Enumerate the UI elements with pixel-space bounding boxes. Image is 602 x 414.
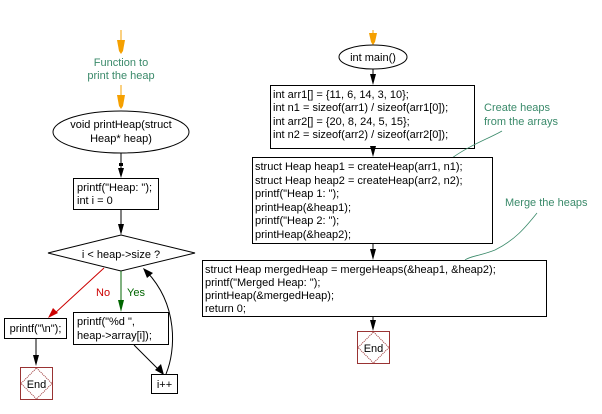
arrays-line2: int n1 = sizeof(arr1) / sizeof(arr1[0]); bbox=[273, 102, 448, 114]
note-create-heaps-line2: from the arrays bbox=[484, 116, 558, 128]
print-heap-start-node: void printHeap(struct Heap* heap) bbox=[52, 110, 190, 154]
print-element-line2: heap->array[i]); bbox=[77, 330, 152, 342]
print-newline-text: printf("\n"); bbox=[10, 323, 62, 335]
create-line2: struct Heap heap2 = createHeap(arr2, n2)… bbox=[255, 175, 463, 187]
increment-text: i++ bbox=[157, 379, 172, 391]
print-heap-end-text: End bbox=[27, 379, 47, 391]
merge-heaps-node: struct Heap mergedHeap = mergeHeaps(&hea… bbox=[202, 260, 547, 317]
merge-line1: struct Heap mergedHeap = mergeHeaps(&hea… bbox=[205, 264, 496, 276]
arrays-line1: int arr1[] = {11, 6, 14, 3, 10}; bbox=[273, 89, 409, 101]
note-merge-heaps: Merge the heaps bbox=[505, 197, 588, 209]
merge-line2: printf("Merged Heap: "); bbox=[205, 277, 320, 289]
print-heap-end-node: End bbox=[20, 367, 53, 400]
init-line2: int i = 0 bbox=[77, 195, 113, 207]
edge-no: No bbox=[48, 267, 110, 318]
merge-line4: return 0; bbox=[205, 303, 246, 315]
arrowhead bbox=[118, 168, 124, 178]
arrays-line4: int n2 = sizeof(arr2) / sizeof(arr2[0]); bbox=[273, 129, 448, 141]
main-flow: int main() int arr1[] = {11, 6, 14, 3, 1… bbox=[202, 30, 588, 364]
print-element-node: printf("%d ", heap->array[i]); bbox=[73, 312, 169, 345]
main-start-node: int main() bbox=[338, 44, 408, 70]
print-newline-node: printf("\n"); bbox=[4, 318, 67, 339]
print-heap-signature-line1: void printHeap(struct bbox=[70, 119, 172, 131]
main-end-text: End bbox=[364, 343, 384, 355]
create-heaps-node: struct Heap heap1 = createHeap(arr1, n1)… bbox=[252, 157, 493, 244]
create-line5: printf("Heap 2: "); bbox=[255, 215, 339, 227]
main-end-node: End bbox=[357, 331, 390, 364]
start-arrow-left-1 bbox=[117, 30, 125, 54]
start-arrow-main bbox=[369, 30, 377, 45]
note-function-print-heap-line1: Function to bbox=[94, 57, 148, 69]
merge-line3: printHeap(&mergedHeap); bbox=[205, 290, 334, 302]
note-connector-create bbox=[451, 130, 503, 159]
arrays-node: int arr1[] = {11, 6, 14, 3, 10}; int n1 … bbox=[270, 85, 475, 149]
edge-loop-back bbox=[146, 271, 174, 375]
no-label: No bbox=[96, 287, 110, 299]
create-line6: printHeap(&heap2); bbox=[255, 229, 351, 241]
main-start-text: int main() bbox=[350, 52, 396, 64]
note-connector-merge bbox=[464, 212, 538, 261]
init-node: printf("Heap: "); int i = 0 bbox=[73, 178, 159, 210]
edge-body-to-increment bbox=[133, 344, 161, 372]
note-create-heaps-line1: Create heaps bbox=[484, 102, 551, 114]
create-line1: struct Heap heap1 = createHeap(arr1, n1)… bbox=[255, 161, 463, 173]
create-line3: printf("Heap 1: "); bbox=[255, 188, 339, 200]
create-line4: printHeap(&heap1); bbox=[255, 202, 351, 214]
arrays-line3: int arr2[] = {20, 8, 24, 5, 15}; bbox=[273, 116, 410, 128]
start-arrow-left-2 bbox=[117, 85, 125, 109]
print-heap-signature-line2: Heap* heap) bbox=[90, 133, 152, 145]
print-element-line1: printf("%d ", bbox=[77, 316, 135, 328]
edge-yes: Yes bbox=[118, 271, 145, 312]
condition-text: i < heap->size ? bbox=[82, 249, 160, 261]
note-function-print-heap-line2: print the heap bbox=[87, 70, 154, 82]
yes-label: Yes bbox=[127, 287, 145, 299]
print-heap-flow: Function to print the heap void printHea… bbox=[4, 30, 196, 400]
increment-node: i++ bbox=[151, 374, 178, 394]
init-line1: printf("Heap: "); bbox=[77, 182, 152, 194]
condition-node: i < heap->size ? bbox=[47, 234, 196, 272]
